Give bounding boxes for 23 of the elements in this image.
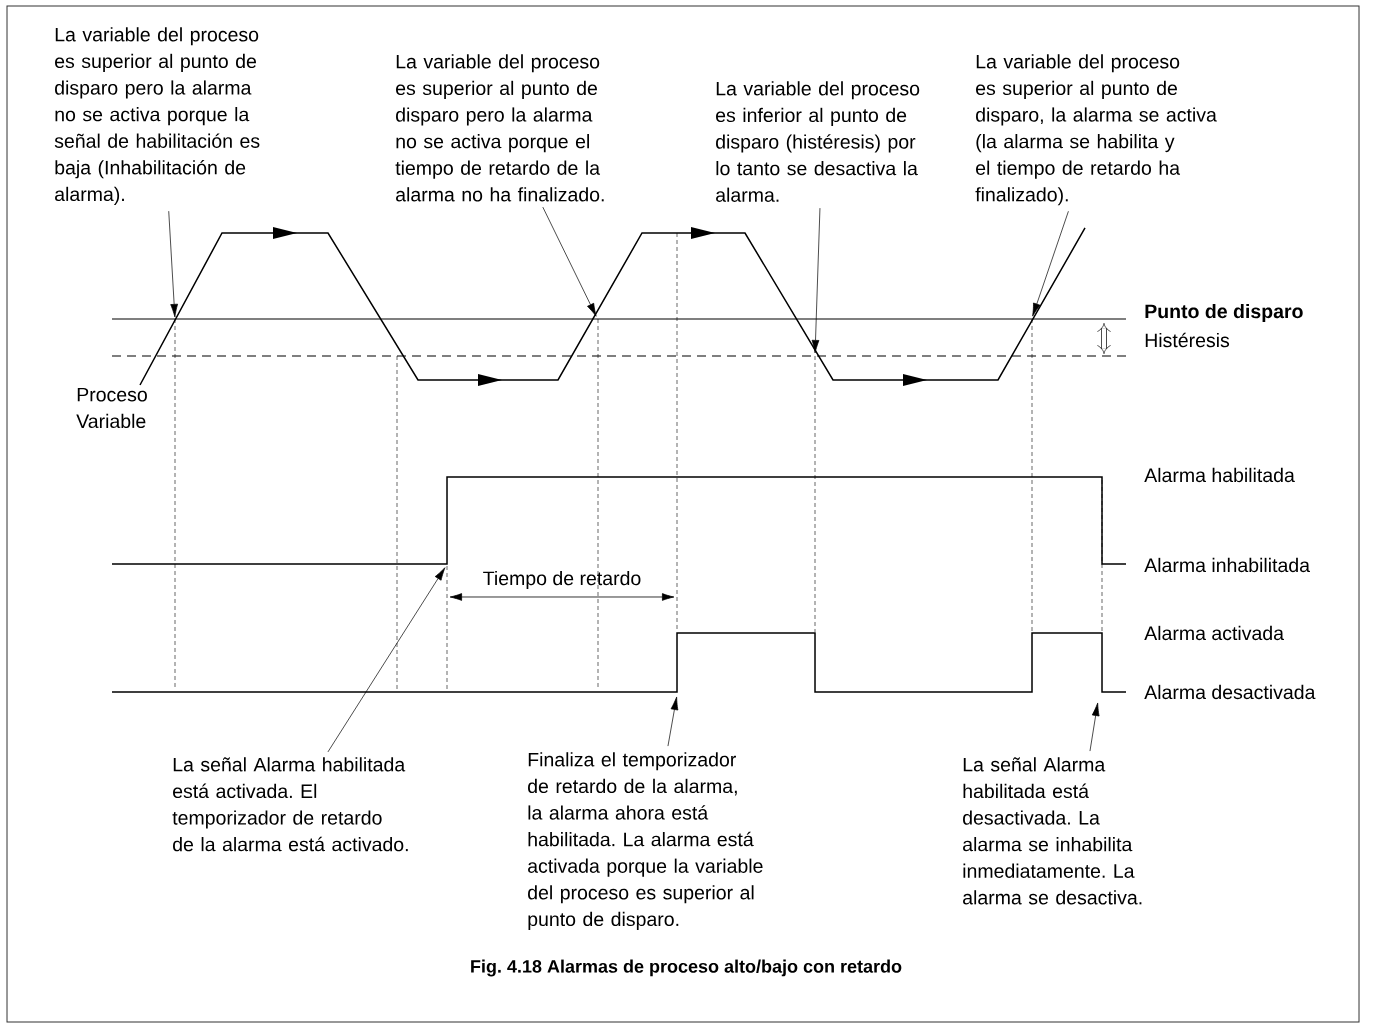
signal-label: Histéresis [1145,332,1230,348]
leader-line [168,210,178,318]
caption: Fig. 4.18 Alarmas de proceso alto/bajo con retardo [471,959,902,977]
callout-text: La variable del proceso es superior al punto de disparo pero la alarma no se activa porque el tiempo de retardo de la alarma no ha finalizado. [395,54,604,202]
leader-line [1089,702,1100,752]
callout-text: La señal Alarma habilitada está desactivada. La alarma se inhabilita inmediatamente. La alarma se desactiva. [963,757,1142,905]
signal-label: Tiempo de retardo [483,570,641,590]
signal-label: Alarma desactivada [1144,684,1316,700]
leader-line [811,207,821,354]
signal-label: Punto de disparo [1145,303,1303,323]
leader-line [327,567,446,753]
signal-label: Alarma inhabilitada [1144,557,1310,573]
callout-text: La señal Alarma habilitada está activada. El temporizador de retardo de la alarma está activado. [172,757,408,852]
signal-label: Alarma activada [1144,625,1284,641]
signal-label: Alarma habilitada [1144,467,1295,483]
leader-line [667,696,679,747]
callout-text: La variable del proceso es superior al punto de disparo, la alarma se activa (la alarma se habilita y el tiempo de retardo ha finalizado). [975,54,1217,206]
signal-label: Proceso Variable [76,387,147,429]
leader-line [542,206,597,317]
callout-text: La variable del proceso es inferior al punto de disparo (histéresis) por lo tanto se desactiva la alarma. [716,81,920,202]
callout-text: La variable del proceso es superior al punto de disparo pero la alarma no se activa porque la señal de habilitación es baja (Inhabilitación de alarma). [54,27,260,205]
callout-text: Finaliza el temporizador de retardo de la alarma, la alarma ahora está habilitada. La alarma está activada porque la variable del proceso es superior al punto de disparo. [528,752,763,930]
leader-line [1032,210,1069,317]
